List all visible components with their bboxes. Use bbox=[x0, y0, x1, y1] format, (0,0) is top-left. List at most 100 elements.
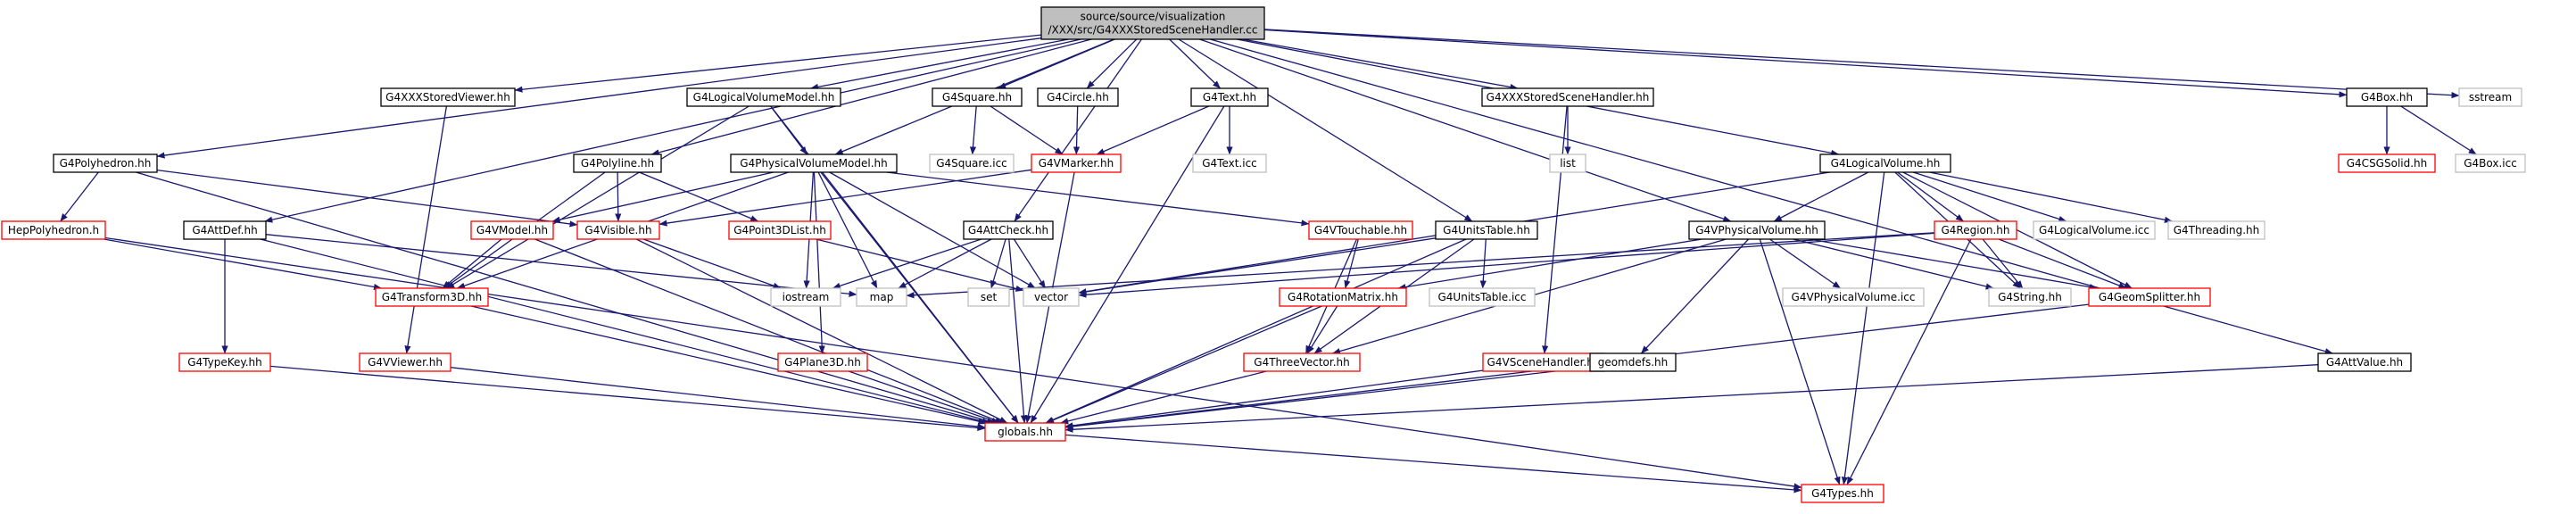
node-G4LogicalVolumeicc[interactable]: G4LogicalVolume.icc bbox=[2033, 220, 2156, 240]
node-G4XXXStoredViewer[interactable]: G4XXXStoredViewer.hh bbox=[380, 87, 516, 107]
node-G4GeomSplitter[interactable]: G4GeomSplitter.hh bbox=[2088, 287, 2211, 307]
node-G4Point3DList[interactable]: G4Point3DList.hh bbox=[728, 220, 832, 240]
node-box bbox=[686, 87, 841, 107]
edge-G4Square-to-G4VMarker bbox=[990, 105, 1064, 155]
node-G4ThreeVector[interactable]: G4ThreeVector.hh bbox=[1243, 352, 1361, 372]
node-label: G4AttDef.hh bbox=[192, 224, 257, 236]
node-G4XXXStoredSceneHandler[interactable]: G4XXXStoredSceneHandler.hh bbox=[1481, 87, 1654, 107]
node-HepPolyhedron[interactable]: HepPolyhedron.h bbox=[1, 220, 106, 240]
node-box bbox=[1308, 220, 1413, 240]
node-root[interactable]: source/source/visualization/XXX/src/G4XX… bbox=[1040, 6, 1265, 40]
node-set[interactable]: set bbox=[967, 287, 1010, 307]
node-box bbox=[1190, 87, 1269, 107]
node-box bbox=[2338, 153, 2436, 173]
node-vector[interactable]: vector bbox=[1023, 287, 1080, 307]
node-label: G4Polyhedron.hh bbox=[60, 157, 152, 170]
node-box bbox=[730, 153, 898, 173]
node-sstream[interactable]: sstream bbox=[2458, 87, 2522, 107]
node-G4Square[interactable]: G4Square.hh bbox=[932, 87, 1023, 107]
node-box bbox=[967, 287, 1010, 307]
node-G4VViewer[interactable]: G4VViewer.hh bbox=[359, 352, 451, 372]
node-box bbox=[963, 220, 1054, 240]
edge-G4Polyline-to-G4Point3DList bbox=[639, 171, 759, 222]
node-G4String[interactable]: G4String.hh bbox=[1988, 287, 2072, 307]
node-G4UnitsTable[interactable]: G4UnitsTable.hh bbox=[1435, 220, 1538, 240]
node-iostream[interactable]: iostream bbox=[770, 287, 841, 307]
node-box bbox=[929, 153, 1015, 173]
node-list[interactable]: list bbox=[1549, 153, 1586, 173]
node-label: source/source/visualization bbox=[1081, 11, 1226, 23]
node-G4Boxicc[interactable]: G4Box.icc bbox=[2455, 153, 2526, 173]
node-G4Visible[interactable]: G4Visible.hh bbox=[576, 220, 660, 240]
node-G4AttValue[interactable]: G4AttValue.hh bbox=[2317, 352, 2412, 372]
node-G4RotationMatrix[interactable]: G4RotationMatrix.hh bbox=[1279, 287, 1407, 307]
node-box bbox=[1688, 220, 1826, 240]
node-box bbox=[2455, 153, 2526, 173]
edge-G4Text-to-globals bbox=[1030, 105, 1225, 424]
node-label: G4GeomSplitter.hh bbox=[2099, 291, 2200, 303]
edge-G4AttCheck-to-vector bbox=[1013, 238, 1047, 289]
node-G4Polyline[interactable]: G4Polyline.hh bbox=[573, 153, 662, 173]
node-box bbox=[470, 220, 554, 240]
node-label: G4Square.hh bbox=[942, 91, 1012, 104]
node-G4Region[interactable]: G4Region.hh bbox=[1934, 220, 2017, 240]
node-geomdefs[interactable]: geomdefs.hh bbox=[1589, 352, 1677, 372]
node-box bbox=[2458, 87, 2522, 107]
node-label: G4TypeKey.hh bbox=[187, 356, 262, 369]
node-G4Squareicc[interactable]: G4Square.icc bbox=[929, 153, 1015, 173]
node-G4LogicalVolumeModel[interactable]: G4LogicalVolumeModel.hh bbox=[686, 87, 841, 107]
node-box bbox=[183, 220, 267, 240]
node-box bbox=[1192, 153, 1267, 173]
node-G4Threading[interactable]: G4Threading.hh bbox=[2167, 220, 2265, 240]
node-box bbox=[1819, 153, 1951, 173]
node-box bbox=[1429, 287, 1536, 307]
node-G4Transform3D[interactable]: G4Transform3D.hh bbox=[375, 287, 489, 307]
node-G4VPhysicalVolumeicc[interactable]: G4VPhysicalVolume.icc bbox=[1782, 287, 1925, 307]
node-box bbox=[1801, 484, 1884, 503]
edge-G4Visible-to-iostream bbox=[642, 238, 782, 289]
node-G4VMarker[interactable]: G4VMarker.hh bbox=[1031, 153, 1122, 173]
node-globals[interactable]: globals.hh bbox=[984, 422, 1066, 442]
edge-G4Region-to-G4Types bbox=[1846, 238, 1972, 485]
node-G4VTouchable[interactable]: G4VTouchable.hh bbox=[1308, 220, 1413, 240]
edge-G4TypeKey-to-globals bbox=[269, 365, 986, 431]
node-G4Text[interactable]: G4Text.hh bbox=[1190, 87, 1269, 107]
node-G4UnitsTableicc[interactable]: G4UnitsTable.icc bbox=[1429, 287, 1536, 307]
edge-G4AttDef-to-globals bbox=[260, 238, 990, 425]
node-G4Types[interactable]: G4Types.hh bbox=[1801, 484, 1884, 503]
edge-G4AttCheck-to-globals bbox=[1008, 238, 1028, 424]
node-G4VPhysicalVolume[interactable]: G4VPhysicalVolume.hh bbox=[1688, 220, 1826, 240]
node-G4CSGSolid[interactable]: G4CSGSolid.hh bbox=[2338, 153, 2436, 173]
node-label: G4String.hh bbox=[1998, 291, 2062, 303]
node-box bbox=[178, 352, 271, 372]
node-G4Box[interactable]: G4Box.hh bbox=[2346, 87, 2428, 107]
node-label: G4XXXStoredSceneHandler.hh bbox=[1487, 91, 1650, 104]
node-box bbox=[984, 422, 1066, 442]
node-G4Polyhedron[interactable]: G4Polyhedron.hh bbox=[53, 153, 158, 173]
edge-root-to-G4XXXStoredSceneHandler bbox=[1242, 38, 1519, 91]
node-G4AttDef[interactable]: G4AttDef.hh bbox=[183, 220, 267, 240]
node-label: G4RotationMatrix.hh bbox=[1288, 291, 1398, 303]
node-G4Texticc[interactable]: G4Text.icc bbox=[1192, 153, 1267, 173]
edge-G4UnitsTable-to-globals bbox=[1045, 238, 1467, 424]
node-box bbox=[1243, 352, 1361, 372]
edge-G4PhysicalVolumeModel-to-map bbox=[817, 171, 878, 289]
node-G4Plane3D[interactable]: G4Plane3D.hh bbox=[777, 352, 868, 372]
node-box bbox=[1934, 220, 2017, 240]
node-G4TypeKey[interactable]: G4TypeKey.hh bbox=[178, 352, 271, 372]
node-G4LogicalVolume[interactable]: G4LogicalVolume.hh bbox=[1819, 153, 1951, 173]
edge-G4LogicalVolume-to-G4VPhysicalVolume bbox=[1773, 171, 1869, 222]
node-label: G4VSceneHandler.hh bbox=[1487, 356, 1601, 369]
edge-G4Polyhedron-to-HepPolyhedron bbox=[60, 171, 99, 222]
node-G4PhysicalVolumeModel[interactable]: G4PhysicalVolumeModel.hh bbox=[730, 153, 898, 173]
node-G4VModel[interactable]: G4VModel.hh bbox=[470, 220, 554, 240]
node-box bbox=[2088, 287, 2211, 307]
node-box bbox=[375, 287, 489, 307]
node-G4Circle[interactable]: G4Circle.hh bbox=[1037, 87, 1119, 107]
node-box bbox=[380, 87, 516, 107]
node-G4AttCheck[interactable]: G4AttCheck.hh bbox=[963, 220, 1054, 240]
node-map[interactable]: map bbox=[856, 287, 907, 307]
edge-G4LogicalVolume-to-G4Types bbox=[1841, 171, 1885, 485]
edge-G4Visible-to-globals bbox=[635, 238, 1008, 424]
node-G4VSceneHandler[interactable]: G4VSceneHandler.hh bbox=[1482, 352, 1605, 372]
